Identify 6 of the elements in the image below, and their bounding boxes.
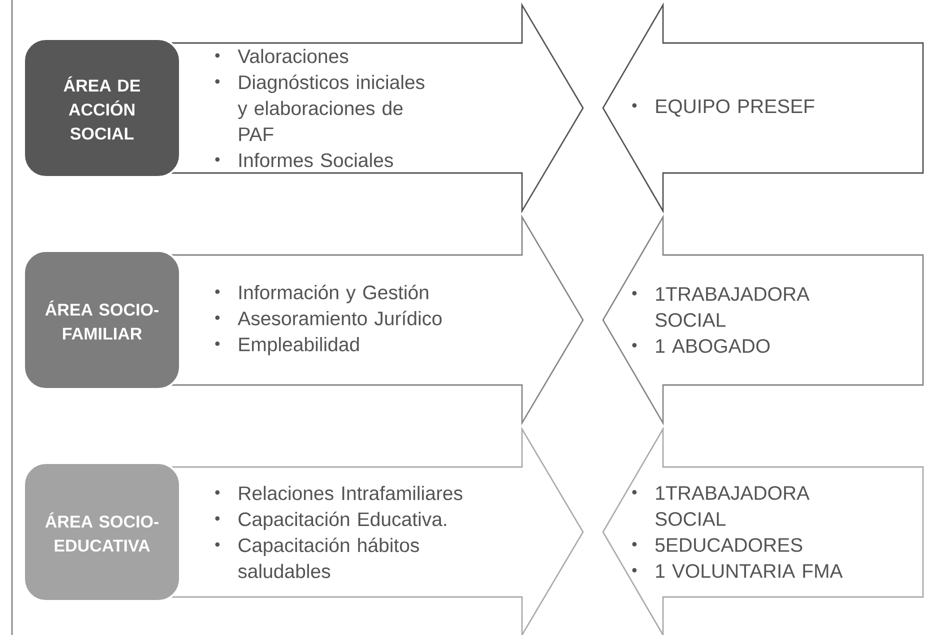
node-label: Capacitación Educativa.: [238, 512, 446, 530]
area-box: ÁREA SOCIO-FAMILIAR: [23, 250, 181, 390]
node-label: Relaciones Intrafamiliares: [239, 486, 462, 500]
area-box: ÁREA SOCIO-EDUCATIVA: [23, 462, 181, 602]
area-box: ÁREA DE ACCIÓN SOCIAL: [23, 38, 181, 178]
node-label: Capacitación hábitos saludables: [238, 538, 419, 578]
